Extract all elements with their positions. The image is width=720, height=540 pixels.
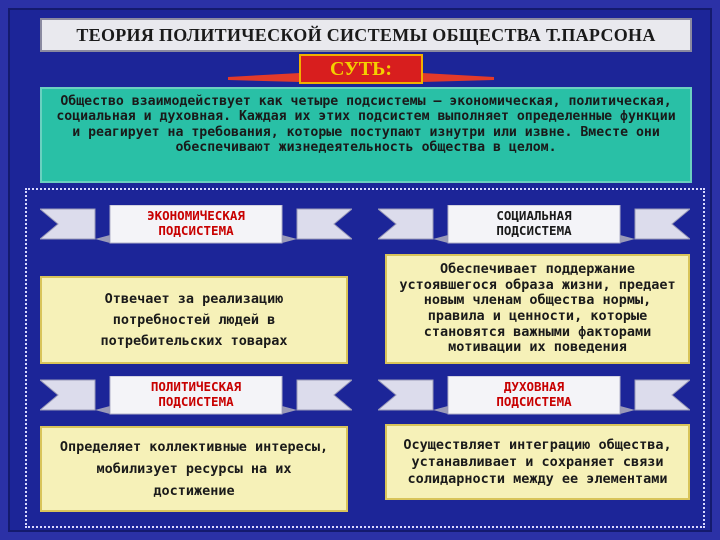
spiritual-description: Осуществляет интеграцию общества, устана… bbox=[385, 424, 690, 500]
economic-name-line1: ЭКОНОМИЧЕСКАЯ bbox=[147, 208, 245, 223]
ribbon-social: СОЦИАЛЬНАЯ ПОДСИСТЕМА bbox=[378, 205, 690, 245]
social-name-line2: ПОДСИСТЕМА bbox=[496, 223, 572, 238]
subsystems-frame bbox=[25, 188, 705, 528]
social-description: Обеспечивает поддержание устоявшегося об… bbox=[385, 254, 690, 364]
spiritual-name-line1: ДУХОВНАЯ bbox=[503, 379, 565, 394]
economic-name-line2: ПОДСИСТЕМА bbox=[158, 223, 234, 238]
political-name-line1: ПОЛИТИЧЕСКАЯ bbox=[150, 379, 242, 394]
essence-ribbon-bar bbox=[228, 73, 494, 82]
ribbon-economic: ЭКОНОМИЧЕСКАЯ ПОДСИСТЕМА bbox=[40, 205, 352, 245]
economic-description: Отвечает за реализацию потребностей люде… bbox=[40, 276, 348, 364]
ribbon-political: ПОЛИТИЧЕСКАЯ ПОДСИСТЕМА bbox=[40, 376, 352, 416]
political-name-line2: ПОДСИСТЕМА bbox=[158, 394, 234, 409]
ribbon-spiritual: ДУХОВНАЯ ПОДСИСТЕМА bbox=[378, 376, 690, 416]
social-name-line1: СОЦИАЛЬНАЯ bbox=[496, 208, 572, 223]
spiritual-name-line2: ПОДСИСТЕМА bbox=[496, 394, 572, 409]
slide-title: ТЕОРИЯ ПОЛИТИЧЕСКОЙ СИСТЕМЫ ОБЩЕСТВА Т.П… bbox=[40, 18, 692, 52]
political-description: Определяет коллективные интересы, мобили… bbox=[40, 426, 348, 512]
essence-label: СУТЬ: bbox=[299, 54, 423, 84]
intro-text: Общество взаимодействует как четыре подс… bbox=[40, 87, 692, 183]
